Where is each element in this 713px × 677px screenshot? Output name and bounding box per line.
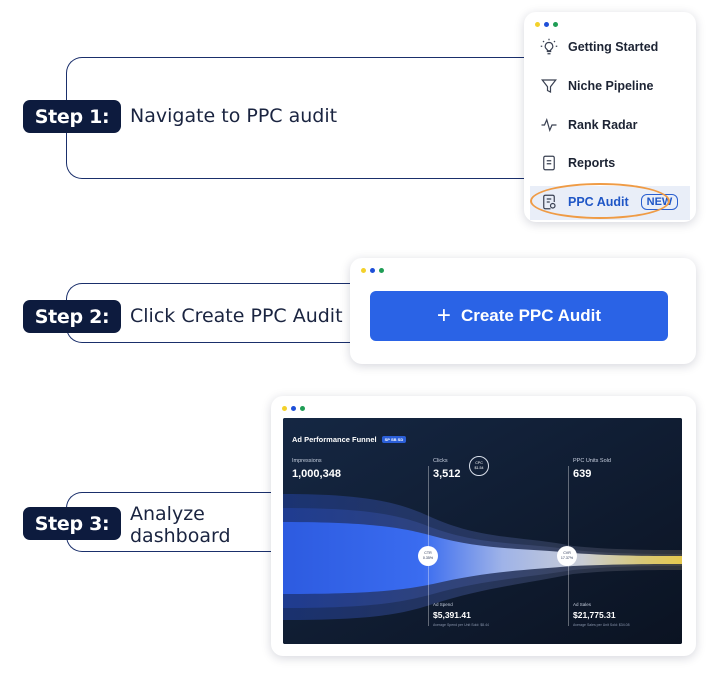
- menu-item-niche-pipeline[interactable]: Niche Pipeline: [540, 77, 653, 95]
- step-2-badge: Step 2:: [23, 300, 121, 333]
- ad-spend-label: Ad Spend: [433, 602, 453, 607]
- document-icon: [543, 155, 555, 171]
- create-ppc-audit-button[interactable]: + Create PPC Audit: [370, 291, 668, 341]
- step-1-badge: Step 1:: [23, 100, 121, 133]
- dashboard-window: Ad Performance Funnel SP SB SD Impressio…: [271, 396, 696, 656]
- units-sold-label: PPC Units Sold: [573, 458, 611, 464]
- menu-item-label: Rank Radar: [568, 118, 638, 132]
- create-button-label: Create PPC Audit: [460, 306, 602, 325]
- pulse-icon: [541, 117, 557, 133]
- cvr-value: 17.37%: [560, 556, 574, 560]
- ctr-value: 0.35%: [422, 556, 434, 560]
- ctr-circle: CTR 0.35%: [418, 546, 438, 566]
- ad-performance-dashboard: Ad Performance Funnel SP SB SD Impressio…: [283, 418, 682, 644]
- units-sold-value: 639: [573, 468, 592, 480]
- funnel-graphic: [283, 418, 682, 644]
- ad-spend-sub: Average Spend per Unit Sold: $8.44: [433, 623, 489, 627]
- ctr-label: CTR: [424, 551, 432, 555]
- menu-item-label: Getting Started: [568, 40, 659, 54]
- clicks-value: 3,512: [433, 468, 461, 480]
- step-3-badge: Step 3:: [23, 507, 121, 540]
- impressions-value: 1,000,348: [292, 468, 341, 480]
- menu-item-rank-radar[interactable]: Rank Radar: [540, 116, 637, 134]
- dashboard-title-text: Ad Performance Funnel: [292, 435, 377, 444]
- cvr-circle: CVR 17.37%: [557, 546, 577, 566]
- cvr-label: CVR: [563, 551, 571, 555]
- ad-sales-value: $21,775.31: [573, 610, 616, 620]
- ad-sales-sub: Average Sales per Unit Sold: $34.08: [573, 623, 630, 627]
- ad-spend-value: $5,391.41: [433, 610, 471, 620]
- funnel-icon: [541, 79, 557, 93]
- window-dots: [535, 22, 558, 27]
- cpc-value: $1.54: [474, 466, 484, 470]
- funnel-core: [283, 522, 682, 594]
- highlight-ring: [530, 183, 670, 219]
- cpc-label: CPC: [475, 461, 483, 465]
- create-audit-window: + Create PPC Audit: [350, 258, 696, 364]
- step-3-text-line2: dashboard: [130, 525, 231, 547]
- dashboard-title: Ad Performance Funnel SP SB SD: [292, 435, 407, 444]
- window-dots: [361, 268, 384, 273]
- sidebar-menu-window: Getting Started Niche Pipeline Rank Rada…: [524, 12, 696, 222]
- clicks-label: Clicks: [433, 458, 448, 464]
- window-dots: [282, 406, 305, 411]
- plus-icon: +: [436, 302, 451, 329]
- step-1-text: Navigate to PPC audit: [130, 105, 338, 127]
- impressions-label: Impressions: [292, 458, 322, 464]
- menu-item-label: Reports: [568, 156, 616, 170]
- step-2-text: Click Create PPC Audit: [130, 305, 343, 327]
- step-3-text-line1: Analyze: [130, 503, 205, 525]
- menu-item-getting-started[interactable]: Getting Started: [540, 38, 658, 56]
- lightbulb-icon: [540, 38, 558, 55]
- cpc-circle: CPC $1.54: [469, 456, 489, 476]
- menu-item-label: Niche Pipeline: [568, 79, 654, 93]
- ad-type-tag: SP SB SD: [381, 436, 407, 443]
- menu-item-reports[interactable]: Reports: [540, 154, 615, 172]
- ad-sales-label: Ad Sales: [573, 602, 592, 607]
